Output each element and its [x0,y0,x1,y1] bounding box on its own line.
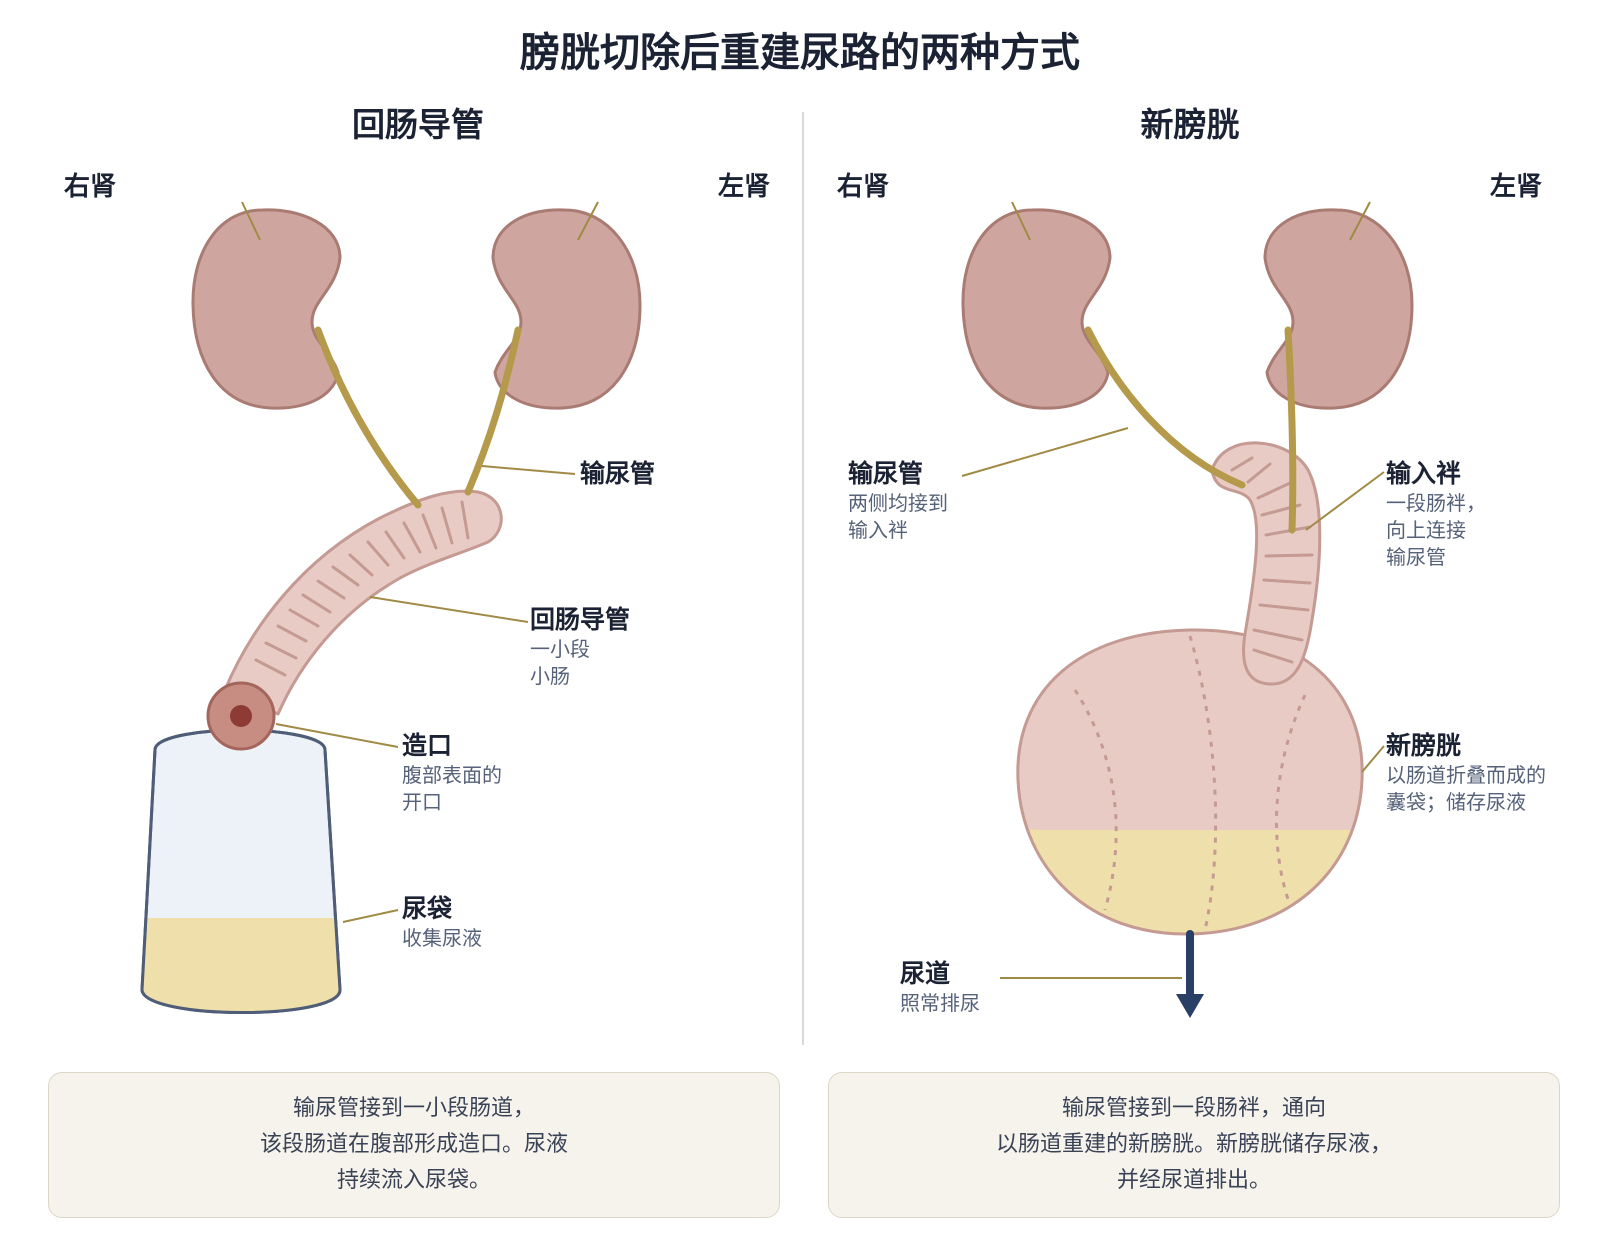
urine-bag-label: 尿袋 收集尿液 [402,894,482,950]
left-kidney-shape [491,208,642,410]
left-panel-left-ureter [464,326,522,496]
conduit-folds [254,500,470,677]
ileal-conduit-shape [223,489,503,716]
np-ureter-leader [961,427,1129,477]
np-right-ureter [1084,326,1246,489]
right-kidney-shape [191,208,342,410]
np-left-kidney-leader [1349,201,1371,241]
right-panel-right-kidney-label: 右肾 [837,172,890,202]
urine-in-bag [142,918,340,1013]
np-ureter-label: 输尿管 两侧均接到 输入袢 [848,459,948,542]
urethra-arrowhead [1176,994,1204,1018]
neobladder-shape [1016,628,1364,936]
ureter-label: 输尿管 [580,459,656,488]
np-right-kidney-leader [1011,201,1031,241]
left-panel-right-kidney-label: 右肾 [64,172,117,202]
left-panel-right-ureter [314,326,422,509]
np-left-kidney-shape [1263,208,1414,410]
right-kidney-leader [241,201,261,241]
ileal-conduit-caption: 输尿管接到一小段肠道， 该段肠道在腹部形成造口。尿液 持续流入尿袋。 [48,1072,780,1218]
stoma-label: 造口 腹部表面的 开口 [402,731,502,814]
conduit-leader [369,596,529,623]
neobladder-panel-title: 新膀胱 [1140,105,1240,144]
left-kidney-leader [577,201,599,241]
np-left-ureter [1284,326,1297,534]
bag-leader [342,909,399,923]
stoma-leader [275,723,399,748]
right-panel-left-kidney-label: 左肾 [1490,172,1543,202]
left-panel-left-kidney-label: 左肾 [718,172,771,202]
urine-bag-outline [140,728,342,1014]
stoma-opening [230,705,252,727]
ureter-leader-left [481,465,576,475]
ileal-conduit-label: 回肠导管 一小段 小肠 [530,605,631,688]
main-title: 膀胱切除后重建尿路的两种方式 [520,30,1080,76]
afferent-leader [1305,471,1385,531]
np-right-kidney-shape [961,208,1112,410]
neobladder-leader [1361,745,1385,773]
afferent-limb-label: 输入袢 一段肠袢， 向上连接 输尿管 [1386,459,1486,569]
urethra-label: 尿道 照常排尿 [900,959,980,1015]
ileal-conduit-panel-title: 回肠导管 [352,105,484,144]
neobladder-label: 新膀胱 以肠道折叠而成的 囊袋；储存尿液 [1386,731,1546,814]
neobladder-caption: 输尿管接到一段肠袢，通向 以肠道重建的新膀胱。新膀胱储存尿液， 并经尿道排出。 [828,1072,1560,1218]
